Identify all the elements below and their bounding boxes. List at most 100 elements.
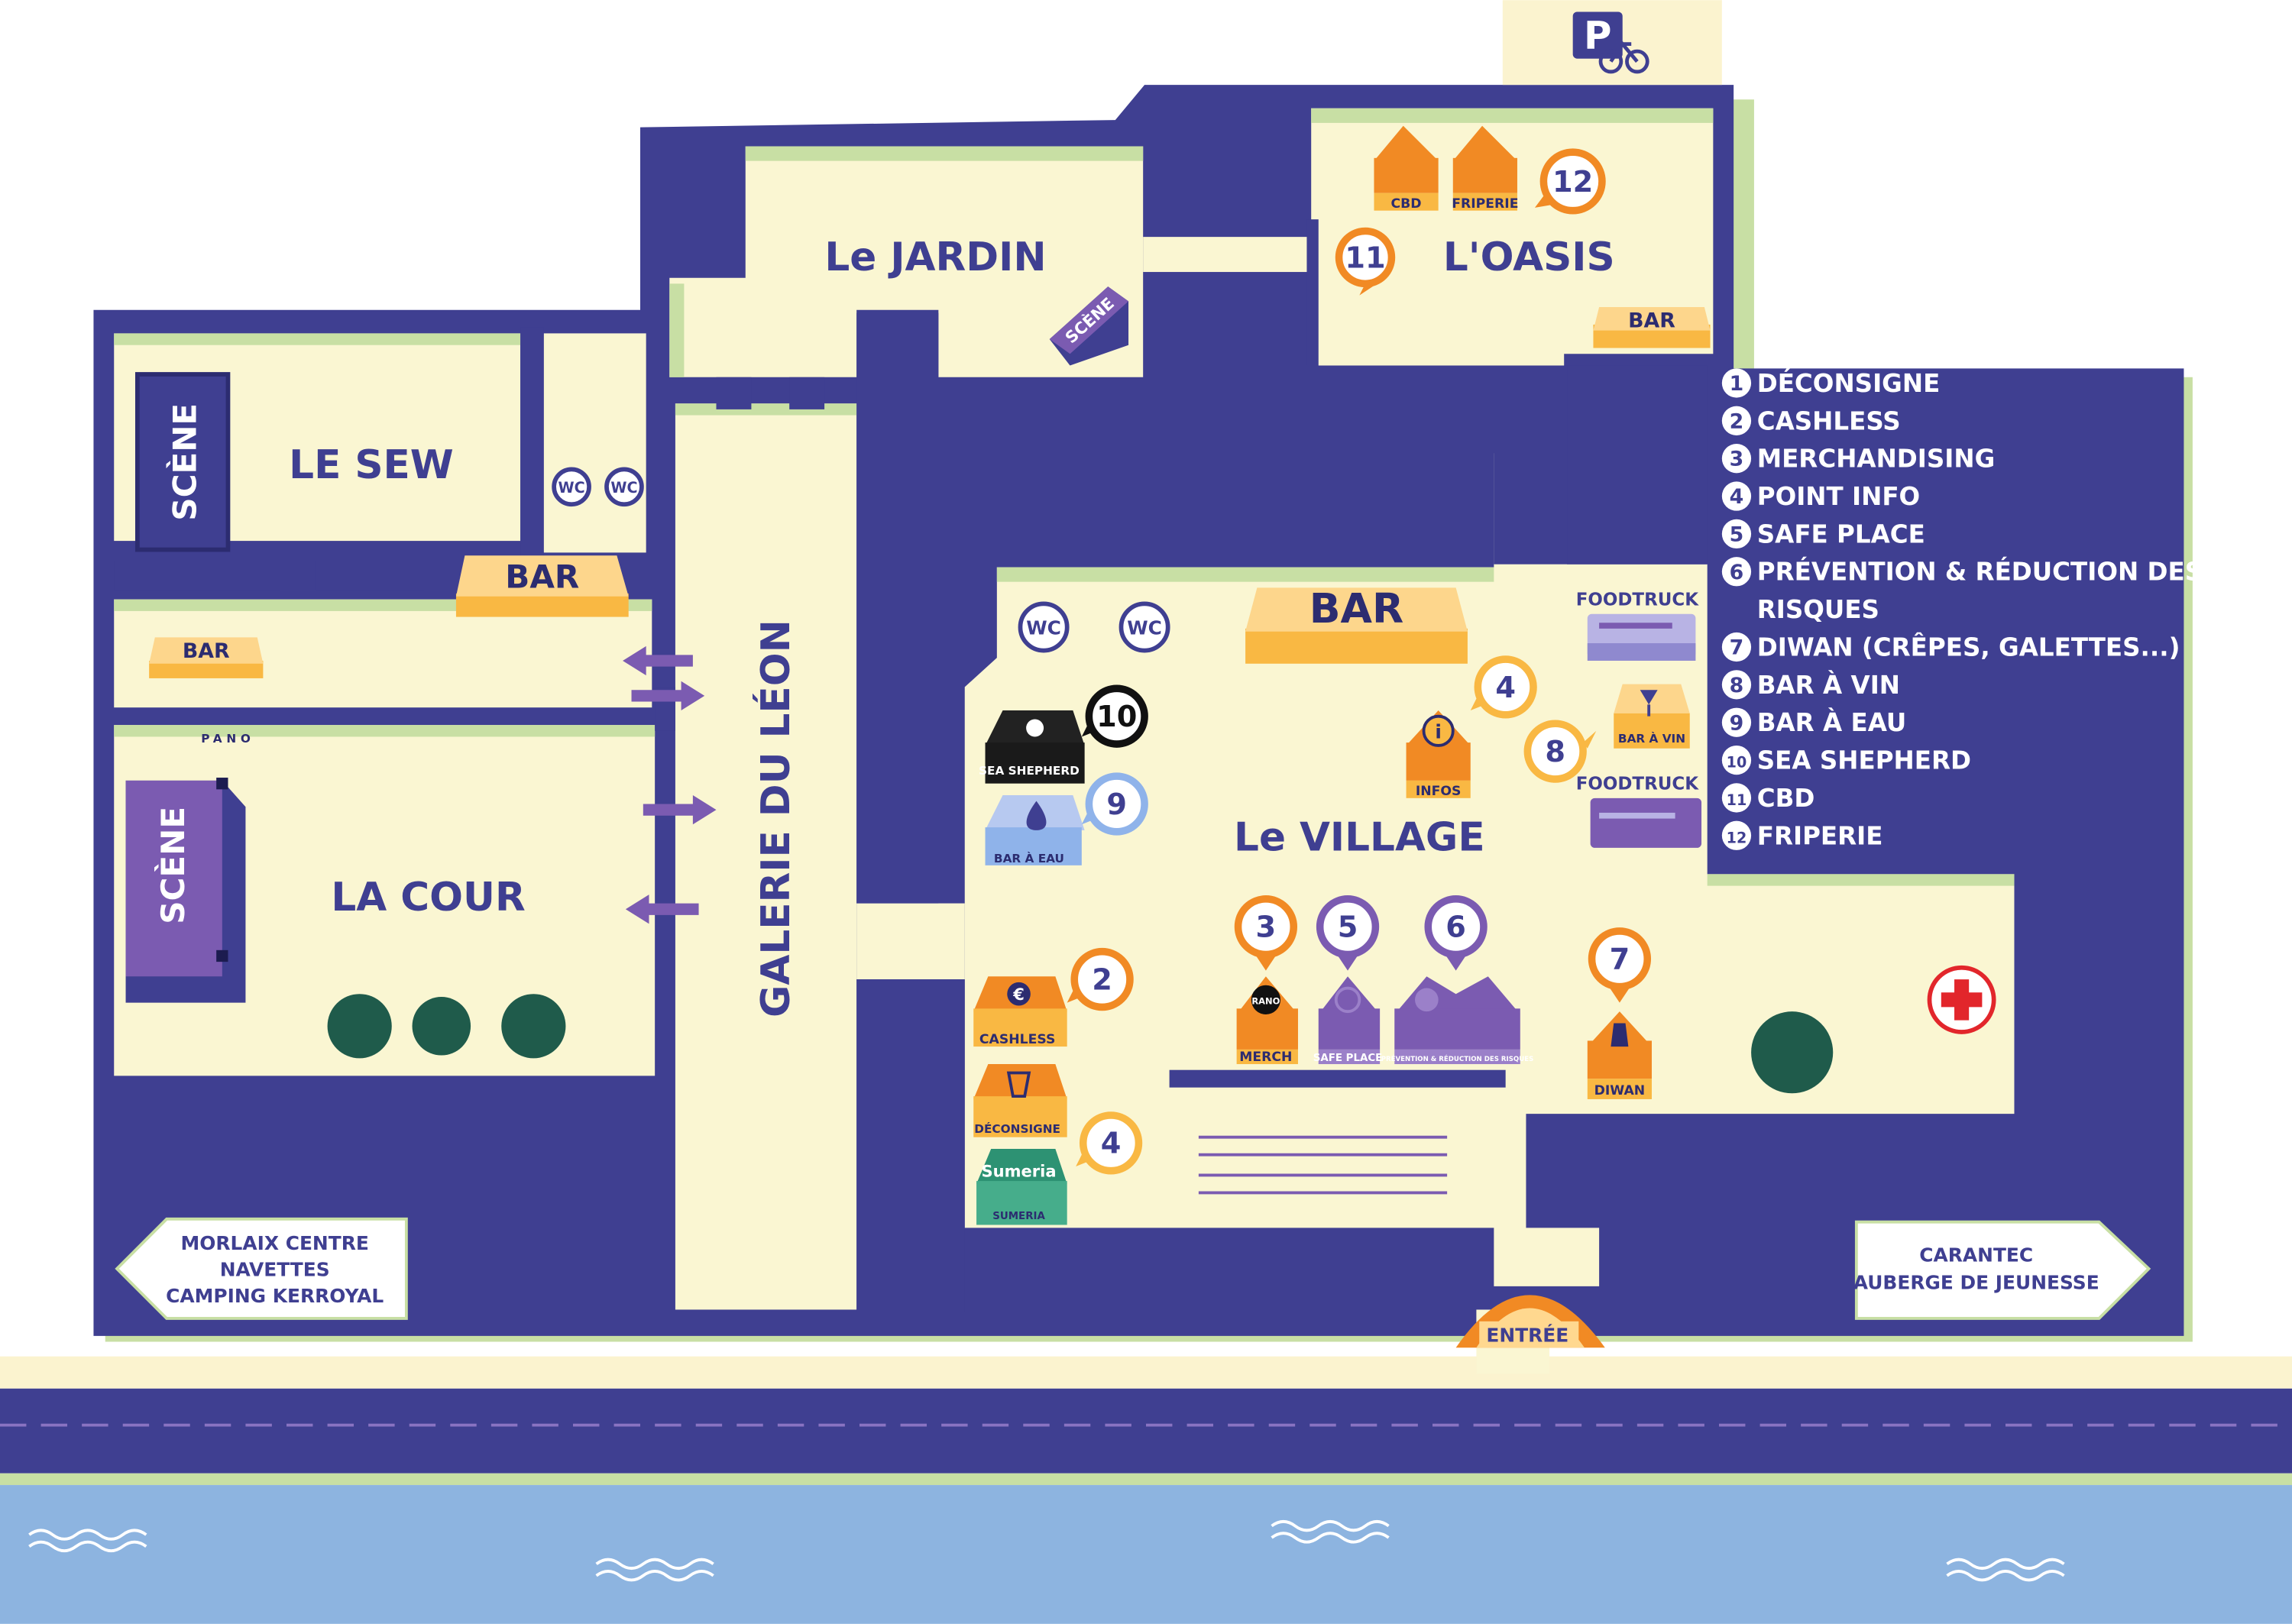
stand-bar-a-eau-label: BAR À EAU bbox=[994, 851, 1064, 865]
foodtruck-bottom bbox=[1590, 797, 1702, 848]
legend-item: PRÉVENTION & RÉDUCTION DES bbox=[1757, 558, 2203, 587]
euro-icon bbox=[1007, 982, 1031, 1006]
number-markers: 12 11 10 9 4 8 2 bbox=[1067, 148, 1652, 1175]
entrance-label: ENTRÉE bbox=[1486, 1325, 1568, 1347]
legend-number-icon bbox=[1721, 368, 1752, 398]
tree-icons bbox=[327, 994, 1834, 1094]
tree-icon bbox=[501, 994, 566, 1059]
wc-icons bbox=[552, 467, 1170, 653]
legend-number-icon bbox=[1721, 444, 1752, 474]
svg-text:4: 4 bbox=[1495, 671, 1516, 705]
svg-text:9: 9 bbox=[1106, 788, 1127, 822]
marker-6: 6 bbox=[1424, 895, 1488, 971]
stand-merch: RANO MERCH bbox=[1236, 976, 1298, 1065]
legend-number-icon bbox=[1721, 670, 1752, 700]
wc-icon bbox=[1018, 601, 1070, 653]
legend-number: 7 bbox=[1730, 636, 1744, 660]
legend-number-icon bbox=[1721, 745, 1752, 775]
first-aid-cross bbox=[1941, 979, 1983, 1021]
wc-label: WC bbox=[1026, 617, 1061, 639]
info-icon bbox=[1422, 714, 1455, 747]
legend-number: 12 bbox=[1727, 829, 1747, 846]
legend-number-icon bbox=[1721, 406, 1752, 435]
zone-galerie-du-leon: GALERIE DU LÉON bbox=[753, 620, 799, 1017]
inner-walls bbox=[114, 219, 1708, 1313]
pano-label: PANO bbox=[201, 732, 254, 746]
stand-cashless-label: CASHLESS bbox=[979, 1032, 1055, 1047]
svg-text:4: 4 bbox=[1101, 1127, 1122, 1161]
wine-glass-icon bbox=[1640, 690, 1658, 717]
sign-left-line1: MORLAIX CENTRE bbox=[181, 1232, 369, 1254]
stand-infos-label: INFOS bbox=[1416, 784, 1462, 799]
foodtruck-label: FOODTRUCK bbox=[1576, 590, 1699, 610]
stand-cbd-label: CBD bbox=[1391, 196, 1422, 212]
stand-prevention-label: PRÉVENTION & RÉDUCTION DES RISQUES bbox=[1381, 1054, 1534, 1063]
legend-item: POINT INFO bbox=[1757, 482, 1920, 511]
stand-bar-a-vin-label: BAR À VIN bbox=[1618, 731, 1685, 746]
legend-item: MERCHANDISING bbox=[1757, 445, 1996, 474]
sign-right-line1: CARANTEC bbox=[1919, 1244, 2033, 1266]
legend-number-icon bbox=[1721, 783, 1752, 813]
scene-cour: SCÈNE bbox=[125, 778, 246, 1003]
legend-number: 1 bbox=[1730, 372, 1744, 396]
sidewalk bbox=[0, 1356, 2292, 1389]
scene-cour-label: SCÈNE bbox=[154, 807, 192, 924]
road bbox=[0, 1388, 2292, 1474]
tree-icon bbox=[1751, 1011, 1834, 1094]
marker-9: 9 bbox=[1081, 772, 1148, 836]
windmill-icon bbox=[1611, 1023, 1629, 1047]
svg-text:6: 6 bbox=[1445, 911, 1466, 945]
stand-sumeria: Sumeria SUMERIA bbox=[976, 1149, 1067, 1225]
legend-number: 6 bbox=[1730, 561, 1744, 584]
svg-text:10: 10 bbox=[1096, 700, 1137, 734]
bar-village: BAR bbox=[1245, 584, 1468, 664]
arrow-right-icon bbox=[643, 794, 717, 825]
legend-number: 3 bbox=[1730, 448, 1744, 471]
zone-le-sew: LE SEW bbox=[289, 442, 454, 488]
zone-l-oasis: L'OASIS bbox=[1443, 235, 1615, 280]
water-drop-icon bbox=[1026, 801, 1047, 830]
bar-village-label: BAR bbox=[1309, 584, 1404, 632]
zone-le-jardin: Le JARDIN bbox=[824, 235, 1046, 280]
parking-icon bbox=[1572, 11, 1623, 59]
legend-item: CASHLESS bbox=[1757, 406, 1901, 435]
svg-text:11: 11 bbox=[1345, 241, 1385, 275]
legend-item: SEA SHEPHERD bbox=[1757, 746, 1971, 775]
marker-5: 5 bbox=[1316, 895, 1380, 971]
cup-icon bbox=[1006, 1071, 1031, 1098]
legend-number: 8 bbox=[1730, 674, 1744, 697]
euro-glyph: € bbox=[1012, 985, 1025, 1004]
legend-item: DÉCONSIGNE bbox=[1757, 369, 1941, 398]
riverbank bbox=[0, 1473, 2292, 1486]
svg-text:5: 5 bbox=[1338, 911, 1358, 945]
legend-item: SAFE PLACE bbox=[1757, 519, 1925, 548]
legend-number: 2 bbox=[1730, 409, 1744, 433]
legend-number-icon bbox=[1721, 707, 1752, 737]
direction-arrows bbox=[623, 645, 717, 924]
wave-icons bbox=[28, 1519, 2065, 1582]
legend-item: BAR À EAU bbox=[1757, 708, 1907, 737]
marker-4-bottom: 4 bbox=[1076, 1111, 1143, 1175]
water bbox=[0, 1485, 2292, 1624]
foodtruck-label: FOODTRUCK bbox=[1576, 774, 1699, 794]
legend-number-icon bbox=[1721, 519, 1752, 549]
arrow-right-icon bbox=[631, 681, 705, 711]
legend-number: 5 bbox=[1730, 522, 1744, 546]
marker-8: 8 bbox=[1523, 720, 1597, 783]
legend-item-continued: RISQUES bbox=[1757, 595, 1879, 624]
stand-merch-label: MERCH bbox=[1239, 1050, 1292, 1065]
hands-icon bbox=[1415, 988, 1439, 1012]
wc-label: WC bbox=[558, 479, 585, 497]
stand-sea-shepherd-label: SEA SHEPHERD bbox=[979, 764, 1080, 778]
arrow-left-icon bbox=[625, 894, 699, 924]
scene-jardin: SCÈNE bbox=[1049, 286, 1129, 366]
stand-diwan-label: DIWAN bbox=[1594, 1083, 1646, 1098]
stand-safe-place: SAFE PLACE bbox=[1313, 976, 1382, 1064]
legend-number-icon bbox=[1721, 481, 1752, 511]
info-glyph: i bbox=[1435, 720, 1442, 742]
marker-11: 11 bbox=[1335, 227, 1396, 296]
bar-corridor: BAR bbox=[149, 637, 264, 678]
svg-text:8: 8 bbox=[1545, 735, 1565, 769]
legend-number: 4 bbox=[1730, 485, 1744, 509]
sign-right-line2: AUBERGE DE JEUNESSE bbox=[1853, 1272, 2099, 1294]
